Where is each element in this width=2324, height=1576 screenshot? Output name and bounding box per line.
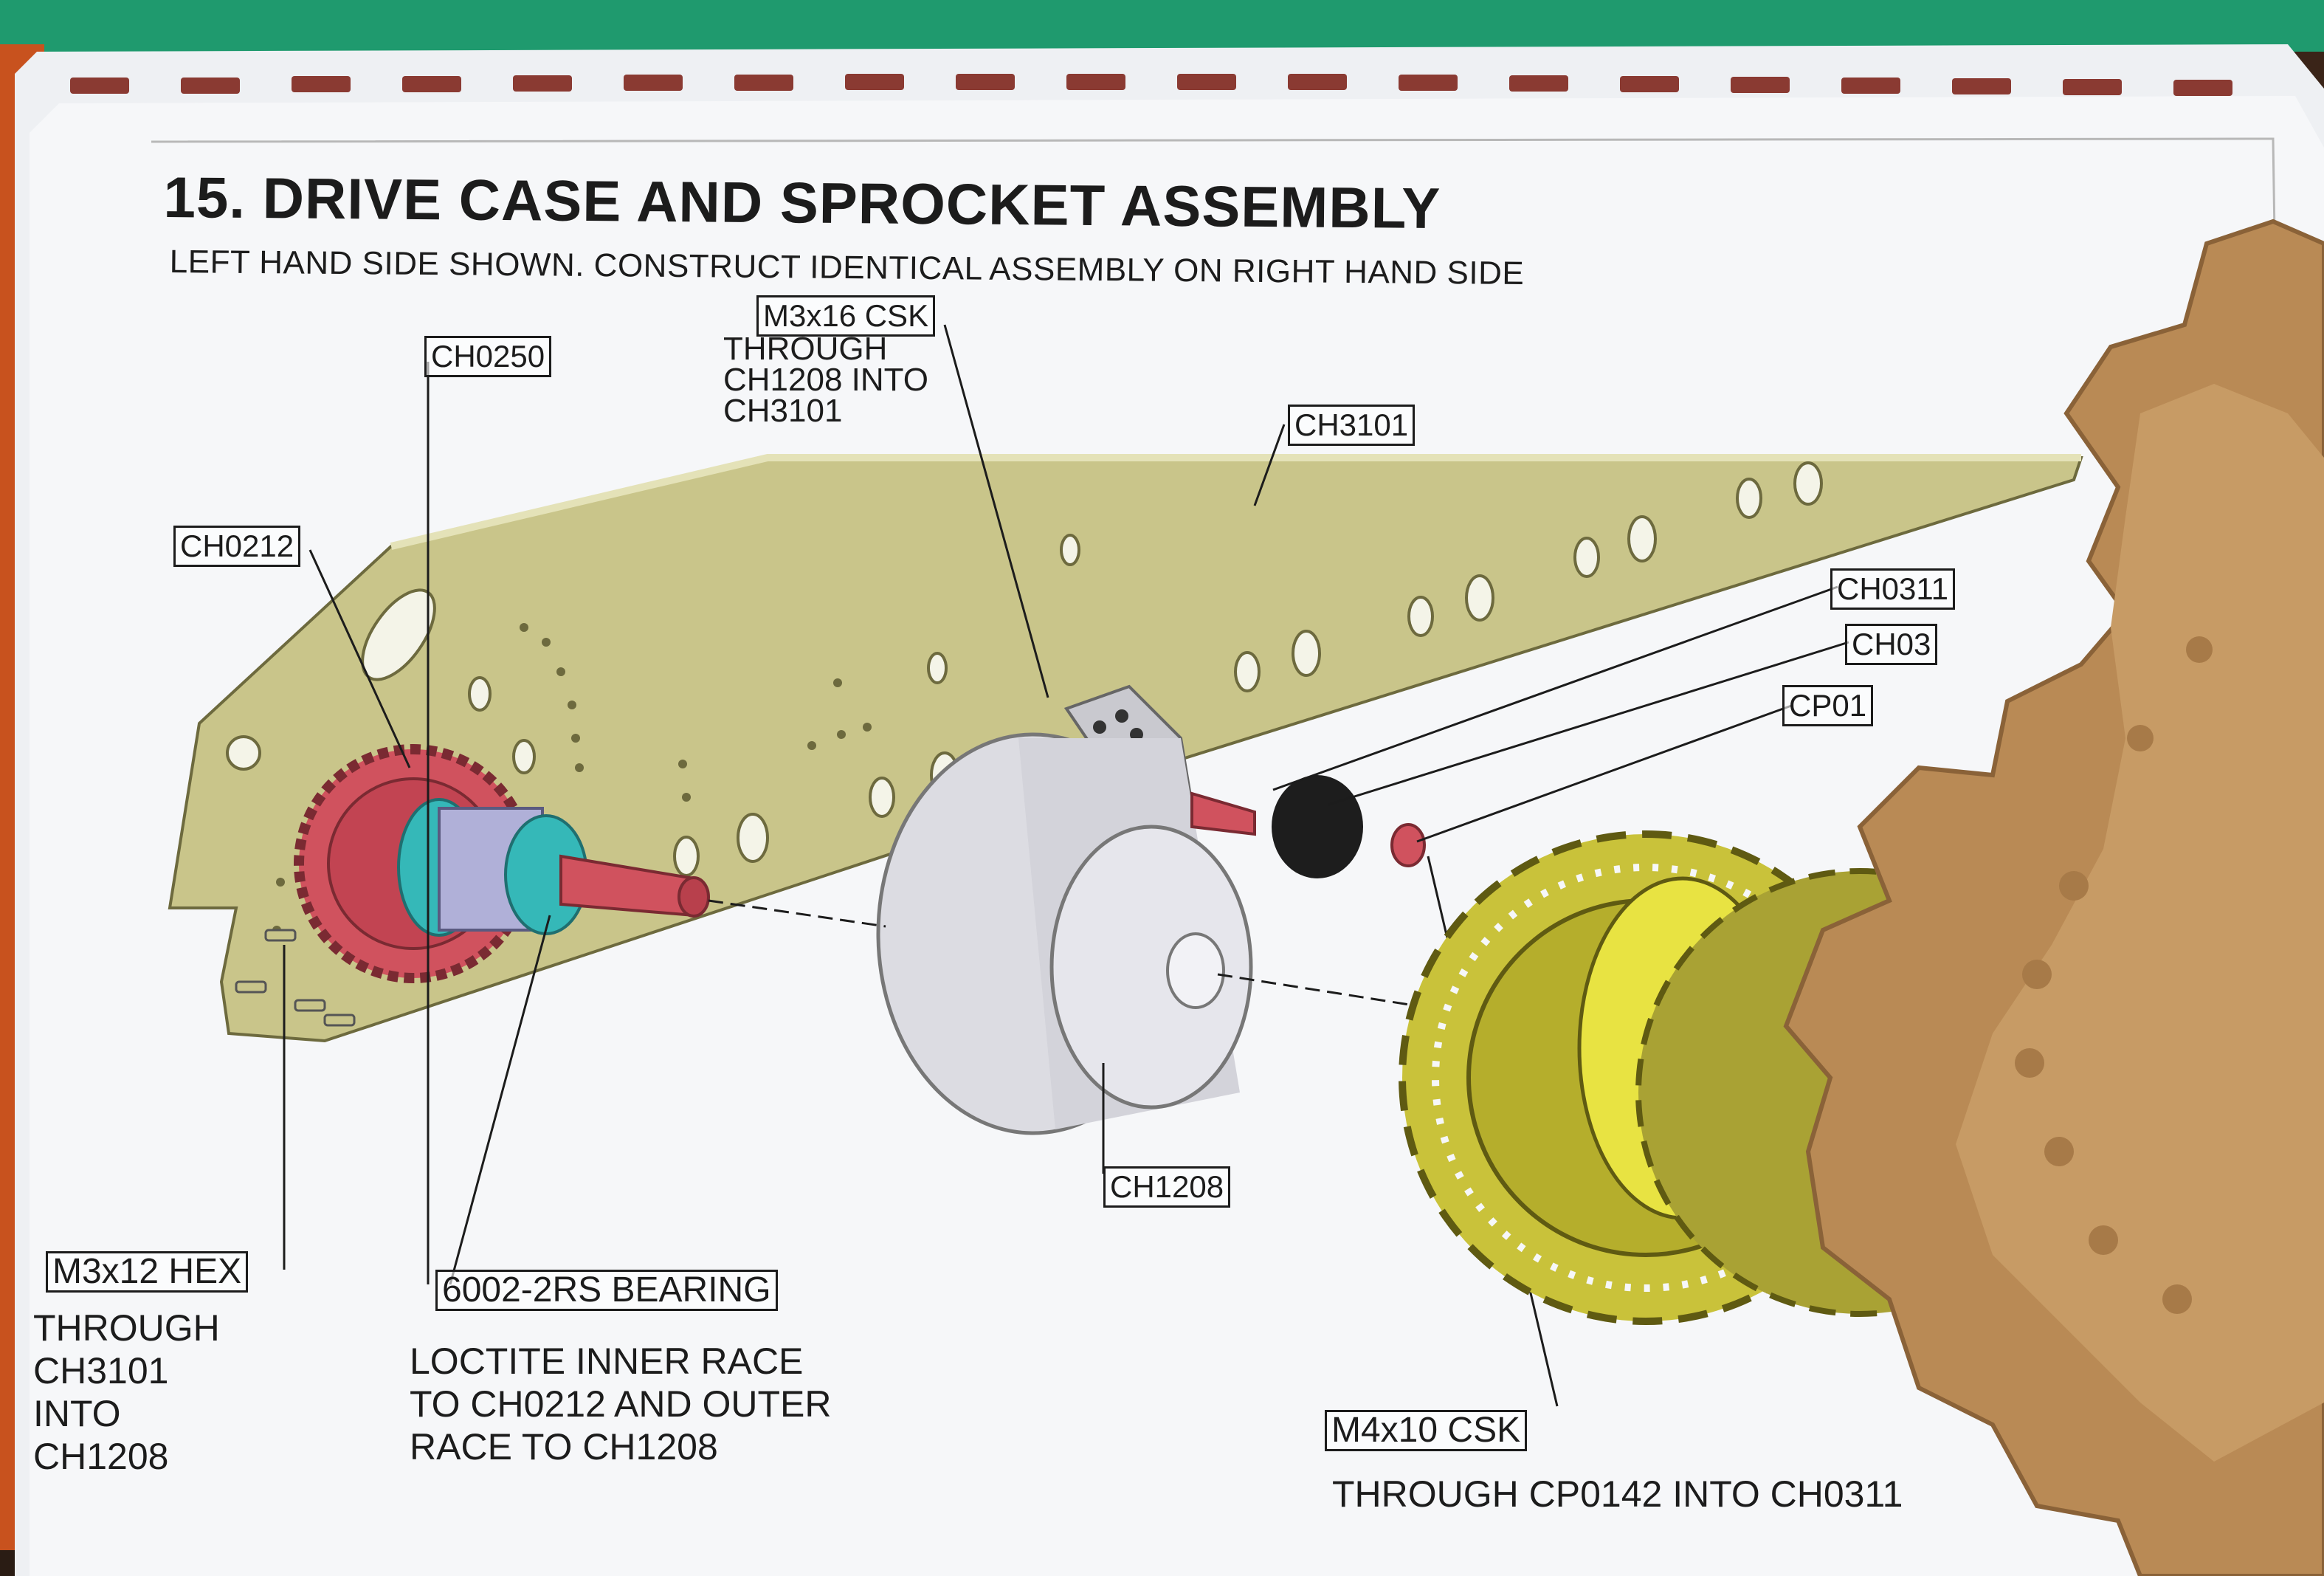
label-bearing: 6002-2RS BEARING bbox=[435, 1270, 778, 1311]
note-bearing: LOCTITE INNER RACE TO CH0212 AND OUTER R… bbox=[410, 1341, 832, 1467]
label-ch0212: CH0212 bbox=[173, 526, 301, 567]
green-strip bbox=[0, 0, 2324, 52]
note-m3x16: THROUGH CH1208 INTO CH3101 bbox=[723, 331, 928, 429]
case-flange-holes bbox=[1093, 709, 1143, 741]
label-ch1208: CH1208 bbox=[1103, 1166, 1231, 1208]
shaft-pin-end bbox=[677, 876, 710, 918]
note-m4x10: THROUGH CP0142 INTO CH0311 bbox=[1332, 1473, 1903, 1515]
case-front bbox=[1049, 825, 1253, 1109]
dashed-border bbox=[70, 74, 2232, 96]
plate-top-edge bbox=[390, 454, 2081, 550]
washer-cp01 bbox=[1390, 823, 1426, 867]
label-ch0311: CH0311 bbox=[1830, 568, 1955, 610]
plate-hole bbox=[226, 735, 261, 771]
pin-ch0311 bbox=[1190, 791, 1256, 836]
case-bore bbox=[1166, 932, 1225, 1009]
label-ch0250: CH0250 bbox=[424, 336, 552, 377]
label-m4x10: M4x10 CSK bbox=[1325, 1410, 1528, 1451]
label-ch3101: CH3101 bbox=[1288, 405, 1416, 446]
label-ch03: CH03 bbox=[1845, 624, 1938, 665]
note-m3x12: THROUGH CH3101 INTO CH1208 bbox=[33, 1307, 220, 1477]
m3x12-screws bbox=[235, 929, 356, 1027]
cardboard-sprocket-face bbox=[1956, 384, 2324, 1462]
label-cp01: CP01 bbox=[1782, 685, 1874, 726]
page-title: 15. DRIVE CASE AND SPROCKET ASSEMBLY bbox=[163, 164, 1441, 241]
cardboard-holes bbox=[2015, 636, 2213, 1314]
label-m3x16: M3x16 CSK bbox=[756, 295, 936, 337]
roller-ch03 bbox=[1272, 775, 1363, 878]
label-m3x12: M3x12 HEX bbox=[46, 1251, 249, 1293]
